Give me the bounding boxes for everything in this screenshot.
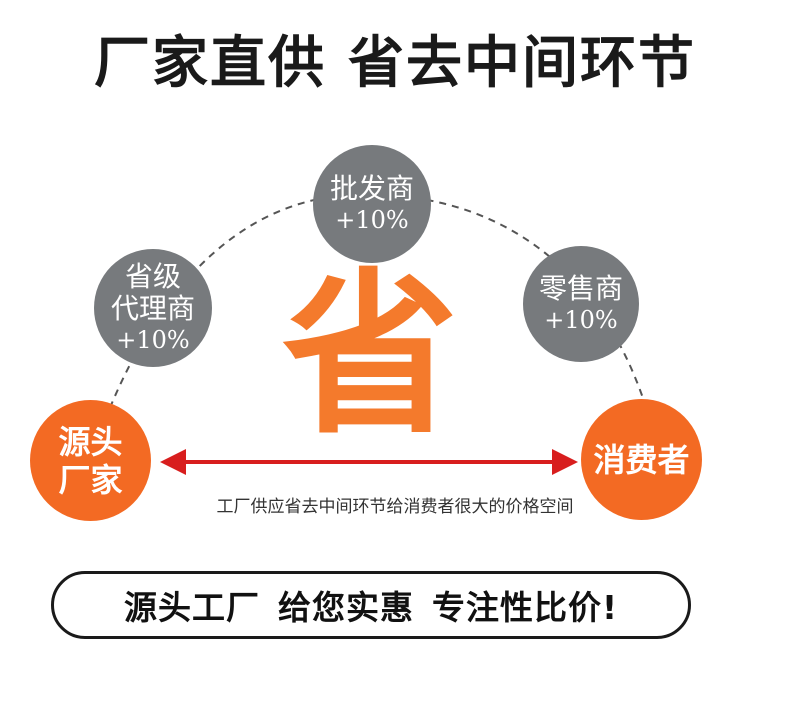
factory-label-2: 厂家 [58, 460, 123, 499]
slogan-part-3: 专注性比价! [431, 588, 619, 627]
wholesaler-markup: +10% [335, 206, 409, 234]
consumer-label: 消费者 [593, 440, 690, 479]
caption-text: 工厂供应省去中间环节给消费者很大的价格空间 [216, 497, 574, 517]
slogan-part-1: 源头工厂 [123, 588, 260, 627]
title-part-1: 厂家直供 [94, 30, 326, 96]
provincial-agent-label-1: 省级 [124, 260, 181, 293]
provincial-agent-node: 省级 代理商 +10% [94, 249, 212, 367]
provincial-agent-label-2: 代理商 [110, 292, 195, 325]
wholesaler-node: 批发商 +10% [313, 145, 431, 263]
factory-label-1: 源头 [58, 422, 123, 461]
title-part-2: 省去中间环节 [348, 30, 696, 96]
factory-node: 源头 厂家 [30, 400, 151, 521]
slogan-part-2: 给您实惠 [277, 588, 414, 627]
slogan-banner: 源头工厂给您实惠专注性比价! [51, 571, 691, 639]
provincial-agent-markup: +10% [116, 326, 190, 354]
consumer-node: 消费者 [581, 399, 702, 520]
retailer-markup: +10% [544, 306, 618, 334]
double-arrow [160, 449, 578, 475]
save-character: 省 [281, 251, 458, 458]
wholesaler-label: 批发商 [329, 172, 414, 205]
retailer-node: 零售商 +10% [523, 246, 639, 362]
retailer-label: 零售商 [538, 272, 623, 305]
page-title: 厂家直供省去中间环节 [0, 28, 790, 98]
